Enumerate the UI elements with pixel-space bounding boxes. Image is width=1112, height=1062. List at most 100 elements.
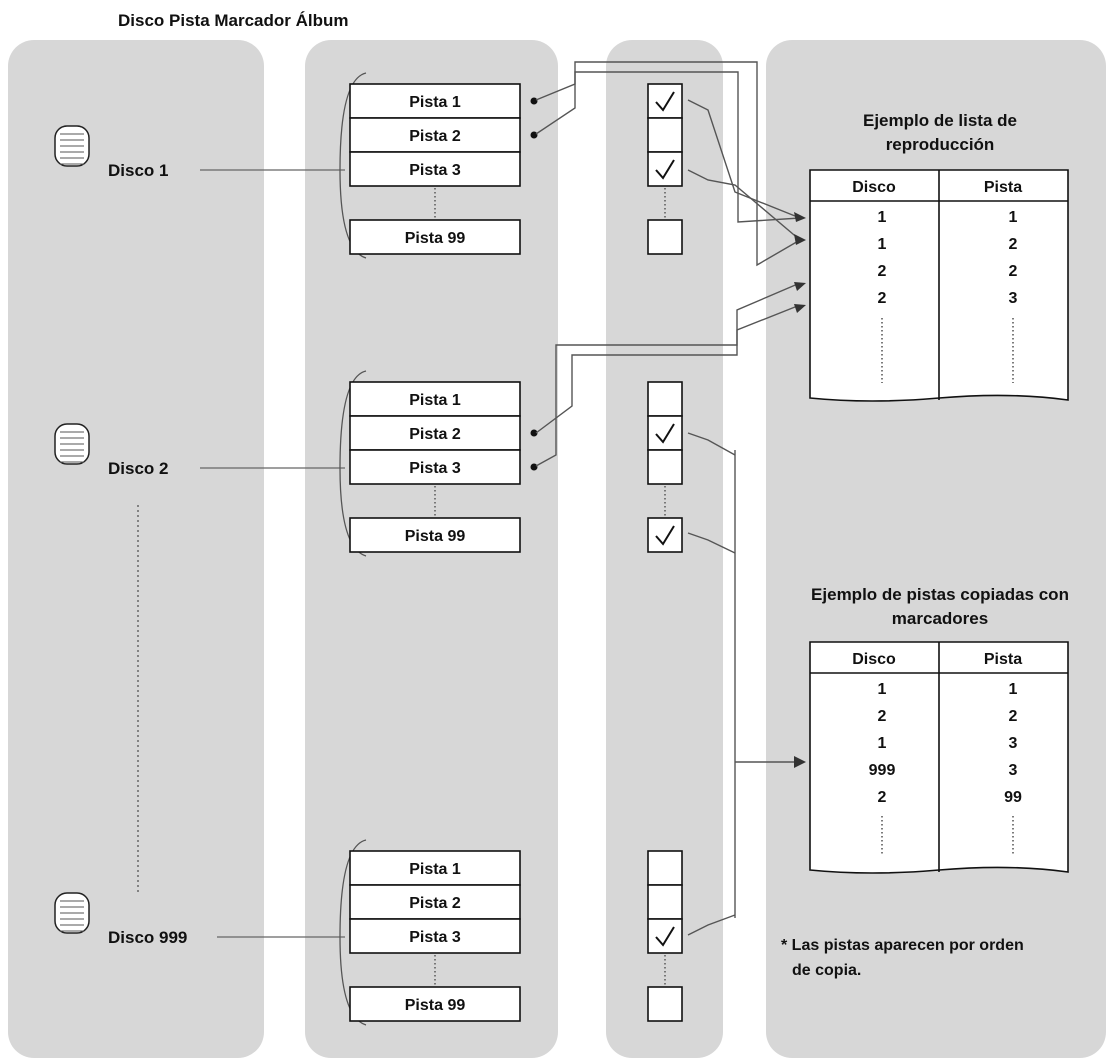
copied-title-line-2: marcadores [892,609,988,628]
connector [687,99,801,219]
bookmark-box [647,918,683,954]
track-box: Pista 99 [349,219,521,255]
track-box: Pista 1 [349,381,521,417]
table-cell: 999 [869,762,896,779]
copied-col-pista: Pista [984,651,1022,668]
table-cell: 2 [1009,263,1018,280]
disc-panel [8,40,264,1058]
bookmark-box [647,117,683,153]
connector [687,914,736,936]
bookmark-box [647,415,683,451]
bookmark-box [647,83,683,119]
playlist-col-pista: Pista [984,179,1022,196]
track-box: Pista 2 [349,117,521,153]
table-cell: 3 [1009,290,1018,307]
track-label: Pista 1 [409,392,461,409]
playlist-title-line-1: Ejemplo de lista de [863,111,1017,130]
connector [687,169,801,241]
playlist-example: Ejemplo de lista de reproducción Disco P… [809,111,1069,402]
track-box: Pista 1 [349,83,521,119]
bookmark-box [647,381,683,417]
connection-lines [535,61,801,936]
check-icon [655,926,675,947]
table-cell: 1 [878,236,887,253]
table-cell: 1 [1009,681,1018,698]
track-dot [530,97,538,105]
column-header: Disco Pista Marcador Álbum [118,11,349,30]
bookmark-box [647,151,683,187]
bookmark-box [647,517,683,553]
disc-label: Disco 1 [108,161,168,180]
connector [535,61,801,267]
table-cell: 2 [878,708,887,725]
arrow-head [794,756,806,768]
copied-title-line-1: Ejemplo de pistas copiadas con [811,585,1069,604]
table-cell: 1 [1009,209,1018,226]
bookmark-box [647,986,683,1022]
arrow-head [794,234,806,245]
track-dot [530,131,538,139]
track-label: Pista 3 [409,460,461,477]
bookmark-box [647,219,683,255]
table-cell: 1 [878,209,887,226]
check-icon [655,525,675,546]
track-box: Pista 3 [349,449,521,485]
check-icon [655,423,675,444]
playlist-title-line-2: reproducción [886,135,995,154]
track-box: Pista 99 [349,517,521,553]
track-label: Pista 2 [409,128,461,145]
playlist-col-disco: Disco [852,179,896,196]
bookmark-box [647,449,683,485]
track-dot [530,463,538,471]
track-box: Pista 2 [349,884,521,920]
bookmark-box [647,850,683,886]
table-cell: 99 [1004,789,1022,806]
track-label: Pista 1 [409,861,461,878]
connector [687,532,736,554]
track-label: Pista 2 [409,895,461,912]
arrow-head [794,304,806,313]
copied-example: Ejemplo de pistas copiadas con marcadore… [809,585,1069,874]
track-box: Pista 99 [349,986,521,1022]
disc-stack-icon [54,125,90,167]
table-cell: 1 [878,681,887,698]
table-cell: 2 [1009,236,1018,253]
table-cell: 2 [878,263,887,280]
playlist-rows: 1 1 1 2 2 2 2 3 [878,209,1018,307]
check-icon [655,91,675,112]
track-label: Pista 1 [409,94,461,111]
disc-label: Disco 999 [108,928,187,947]
track-label: Pista 99 [405,997,466,1014]
footnote-line-2: de copia. [792,962,861,979]
arrow-head [794,212,806,222]
track-box: Pista 3 [349,151,521,187]
track-box: Pista 3 [349,918,521,954]
arrow-head [794,282,806,291]
table-cell: 1 [878,735,887,752]
connector [687,432,736,456]
connector [535,282,801,467]
track-box: Pista 2 [349,415,521,451]
track-label: Pista 3 [409,929,461,946]
check-icon [655,159,675,180]
track-label: Pista 99 [405,230,466,247]
track-label: Pista 3 [409,162,461,179]
bookmark-box [647,884,683,920]
copied-col-disco: Disco [852,651,896,668]
table-cell: 2 [878,789,887,806]
disc-stack-icon [54,892,90,934]
track-box: Pista 1 [349,850,521,886]
connector [535,304,801,434]
disc-group: Disco 1 Pista 1 Pista 2 Pista 3 Pista 99 [54,72,683,259]
track-label: Pista 2 [409,426,461,443]
connector [535,71,801,223]
footnote-line-1: * Las pistas aparecen por orden [781,937,1024,954]
track-dot [530,429,538,437]
table-cell: 2 [878,290,887,307]
arrow-heads [794,212,806,768]
disc-label: Disco 2 [108,459,168,478]
table-cell: 3 [1009,762,1018,779]
